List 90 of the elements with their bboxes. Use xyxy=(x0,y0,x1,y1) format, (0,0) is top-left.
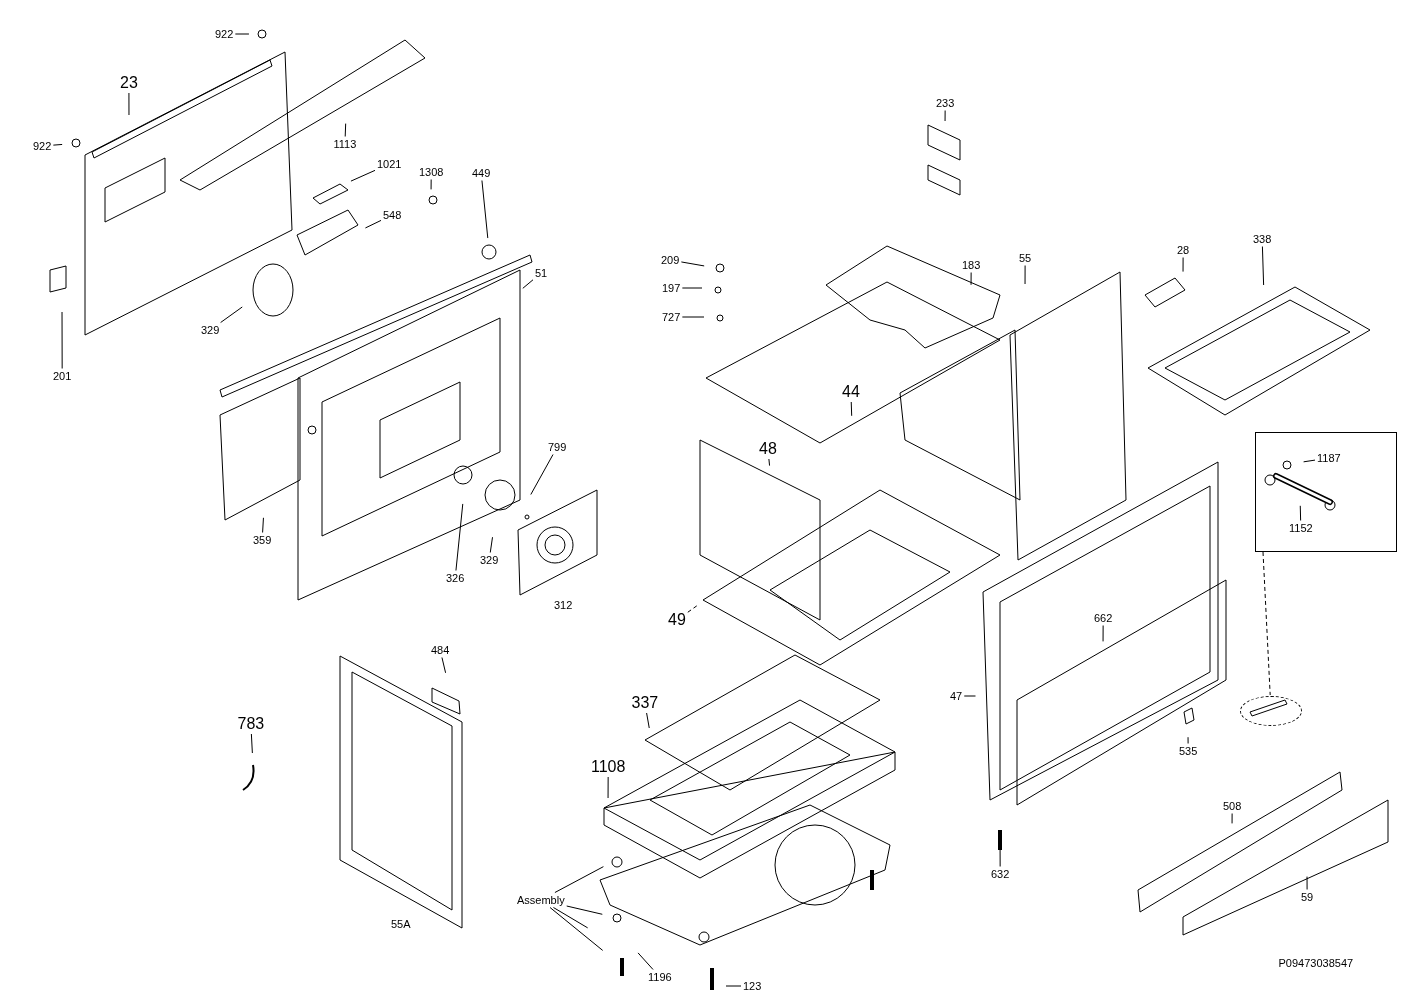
leader-line xyxy=(970,272,972,286)
leader-line xyxy=(344,123,347,137)
leader-line xyxy=(441,657,447,674)
callout-number: 338 xyxy=(1252,232,1273,246)
leader-line xyxy=(250,733,253,754)
callout-number: 48 xyxy=(758,440,778,458)
leader-line xyxy=(234,33,250,35)
leader-line xyxy=(522,279,534,289)
connector-line xyxy=(1262,551,1271,696)
leader-line xyxy=(530,454,554,495)
callout-number: 44 xyxy=(841,383,861,401)
leader-line xyxy=(364,219,382,229)
leader-line xyxy=(944,110,946,122)
callout-number: 123 xyxy=(742,979,763,993)
callout-number: 59 xyxy=(1300,890,1315,904)
callout-number: 329 xyxy=(200,323,221,337)
leader-line xyxy=(1299,505,1302,521)
leader-line xyxy=(1182,257,1184,273)
callout-number: 23 xyxy=(119,74,139,92)
callout-number: 508 xyxy=(1222,799,1243,813)
leader-line xyxy=(999,841,1001,867)
callout-number: 209 xyxy=(660,253,681,267)
callout-number: 1108 xyxy=(590,758,627,776)
leader-line xyxy=(850,401,853,417)
drawing-code: P09473038547 xyxy=(1278,957,1354,969)
leader-line xyxy=(1306,876,1308,890)
callout-number: 201 xyxy=(52,369,73,383)
leader-line xyxy=(963,695,976,697)
callout-number: 1021 xyxy=(376,157,403,171)
leader-line xyxy=(455,503,464,571)
leader-line xyxy=(566,905,603,915)
leader-line xyxy=(1303,459,1316,463)
callout-number: 632 xyxy=(990,867,1011,881)
callout-number: 55 xyxy=(1018,251,1033,265)
leader-line xyxy=(549,907,604,951)
leader-line xyxy=(1261,246,1265,286)
callout-number: 326 xyxy=(445,571,466,585)
callout-number: 233 xyxy=(935,96,956,110)
callout-number: 727 xyxy=(661,310,682,324)
leader-line xyxy=(681,287,703,289)
callout-number: 337 xyxy=(630,694,660,712)
leader-line xyxy=(1102,625,1104,642)
callout-number: 535 xyxy=(1178,744,1199,758)
leader-line xyxy=(725,985,742,987)
leader-line xyxy=(1231,813,1233,824)
callout-label: Assembly xyxy=(516,893,566,907)
callout-number: 197 xyxy=(661,281,682,295)
leader-line xyxy=(262,517,264,533)
callout-number: 28 xyxy=(1176,243,1191,257)
leader-line xyxy=(646,712,650,729)
callout-number: 1308 xyxy=(418,165,445,179)
callout-number: 183 xyxy=(961,258,982,272)
leader-line xyxy=(637,952,654,970)
callout-number: 449 xyxy=(471,166,492,180)
leader-line xyxy=(680,261,705,267)
leader-line xyxy=(220,306,243,323)
leader-line xyxy=(768,458,771,467)
callout-number: 312 xyxy=(554,599,573,611)
callout-number: 783 xyxy=(236,715,266,733)
leader-line xyxy=(128,92,130,116)
leader-line xyxy=(430,179,432,190)
leader-line xyxy=(489,536,493,553)
leader-line xyxy=(552,907,589,929)
callout-number: 922 xyxy=(214,27,235,41)
callout-number: 1196 xyxy=(647,970,673,984)
leader-line xyxy=(61,311,63,369)
leader-line xyxy=(481,180,489,239)
callout-number: 47 xyxy=(949,689,964,703)
callout-number: 662 xyxy=(1093,611,1114,625)
leader-line xyxy=(607,776,609,799)
inset-frame xyxy=(1255,432,1397,552)
callout-number: 548 xyxy=(382,208,403,222)
leader-line xyxy=(554,866,604,893)
callout-number: 55A xyxy=(391,918,411,930)
leader-line xyxy=(1187,736,1189,744)
callout-number: 1152 xyxy=(1288,521,1314,535)
callout-number: 922 xyxy=(32,139,53,153)
leader-line xyxy=(1024,265,1026,285)
callout-number: 1187 xyxy=(1316,451,1342,465)
leader-line xyxy=(350,169,376,182)
callout-number: 51 xyxy=(534,266,549,280)
leader-line xyxy=(687,604,699,613)
leader-line xyxy=(52,143,63,146)
callout-number: 484 xyxy=(430,643,451,657)
callout-number: 1113 xyxy=(332,137,358,151)
callout-number: 799 xyxy=(547,440,568,454)
callout-number: 329 xyxy=(479,553,500,567)
callout-number: 49 xyxy=(667,611,687,629)
callout-number: 359 xyxy=(252,533,273,547)
leader-line xyxy=(681,316,705,318)
